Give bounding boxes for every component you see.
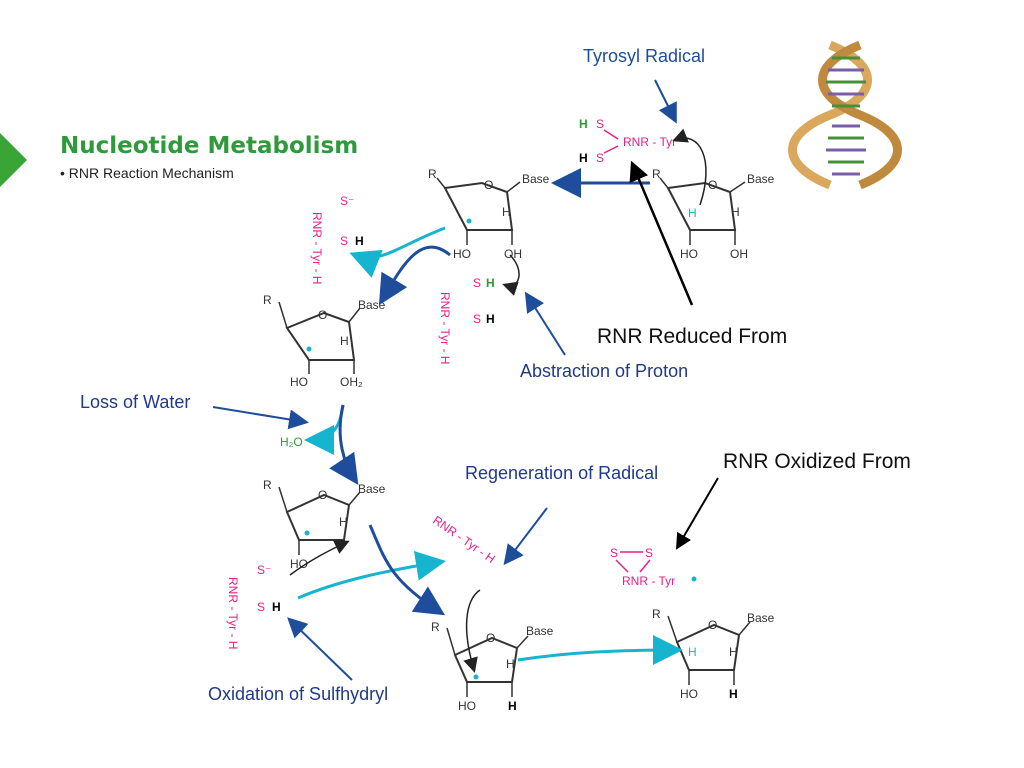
ribose-structure-2: R O Base H HO OH [428, 167, 550, 261]
chem-ho: HO [453, 247, 471, 261]
chem-base: Base [747, 172, 775, 186]
chem-h-green: H [579, 117, 588, 131]
ribose-structure-4: R O Base H HO [263, 478, 386, 571]
chem-rnr-tyr-h: RNR - Tyr - H [438, 292, 452, 364]
chem-h: H [339, 515, 348, 529]
label-regeneration: Regeneration of Radical [465, 463, 659, 483]
chem-ho: HO [290, 375, 308, 389]
label-rnr-oxidized: RNR Oxidized From [723, 450, 911, 473]
label-tyrosyl-radical: Tyrosyl Radical [583, 46, 706, 66]
rnr-vertical-3: RNR - Tyr - H S⁻ S H [226, 563, 281, 649]
chem-s: S [610, 546, 618, 560]
ribose-structure-6: R O Base H H HO H [652, 607, 775, 701]
chem-r: R [652, 607, 661, 621]
rnr-vertical-1: RNR - Tyr - H S⁻ S H [310, 194, 364, 284]
chem-r: R [428, 167, 437, 181]
chem-ring-o: O [484, 178, 493, 192]
chem-s-minus: S⁻ [257, 563, 271, 577]
chem-r: R [263, 478, 272, 492]
dna-helix-icon [788, 40, 902, 190]
rnr-tyr-top: H S RNR - Tyr H S [579, 117, 676, 165]
chem-ring-o: O [486, 631, 495, 645]
chem-ho: HO [680, 687, 698, 701]
slide-subtitle: • RNR Reaction Mechanism [60, 165, 234, 181]
label-loss-of-water: Loss of Water [80, 392, 191, 412]
chem-h-black: H [579, 151, 588, 165]
chem-s: S [645, 546, 653, 560]
chem-h-bold: H [508, 699, 517, 713]
label-rnr-reduced: RNR Reduced From [597, 325, 788, 348]
chem-h: H [502, 205, 511, 219]
chem-oh2: OH₂ [340, 375, 363, 389]
chem-ring-o: O [708, 178, 717, 192]
label-oxidation: Oxidation of Sulfhydryl [208, 684, 389, 704]
chem-s: S [340, 234, 348, 248]
chem-s-minus: S⁻ [340, 194, 354, 208]
rnr-vertical-4: RNR - Tyr - H [430, 513, 497, 566]
slide-marker-icon [0, 133, 27, 187]
chem-rnr-tyr-h: RNR - Tyr - H [310, 212, 324, 284]
chem-base: Base [358, 298, 386, 312]
chem-h-bold: H [729, 687, 738, 701]
chem-h: H [729, 645, 738, 659]
label-abstraction: Abstraction of Proton [520, 361, 689, 381]
chem-ho: HO [290, 557, 308, 571]
chem-ho: HO [680, 247, 698, 261]
chem-h: H [355, 234, 364, 248]
chem-h: H [340, 334, 349, 348]
chem-rnr-tyr-h: RNR - Tyr - H [226, 577, 240, 649]
chem-base: Base [747, 611, 775, 625]
chem-ho: HO [458, 699, 476, 713]
chem-s: S [473, 276, 481, 290]
chem-ring-o: O [708, 618, 717, 632]
chem-r: R [652, 167, 661, 181]
chem-oh: OH [730, 247, 748, 261]
chem-h2o: H₂O [280, 435, 303, 449]
chem-h-radical: H [688, 206, 697, 220]
slide-title: Nucleotide Metabolism [60, 133, 359, 159]
rnr-vertical-2: RNR - Tyr - H S H S H [438, 276, 495, 364]
chem-h: H [506, 657, 515, 671]
chem-h: H [486, 312, 495, 326]
chem-r: R [263, 293, 272, 307]
chem-s: S [596, 117, 604, 131]
chem-oh: OH [504, 247, 522, 261]
chem-base: Base [526, 624, 554, 638]
chem-s-2: S [596, 151, 604, 165]
chem-s: S [473, 312, 481, 326]
chem-r: R [431, 620, 440, 634]
ribose-structure-1: R O Base H H HO OH [652, 167, 775, 261]
ribose-structure-3: R O Base H HO OH₂ [263, 293, 386, 389]
chem-h: H [731, 205, 740, 219]
chem-rnr-tyr-h: RNR - Tyr - H [430, 513, 497, 566]
chem-rnr-tyr: RNR - Tyr [622, 574, 675, 588]
chem-h: H [272, 600, 281, 614]
chem-s: S [257, 600, 265, 614]
chem-h-cyan: H [688, 645, 697, 659]
chem-base: Base [358, 482, 386, 496]
chem-ring-o: O [318, 308, 327, 322]
chem-base: Base [522, 172, 550, 186]
chem-h: H [486, 276, 495, 290]
ribose-structure-5: R O Base H HO H [431, 620, 554, 713]
chem-rnr-tyr: RNR - Tyr [623, 135, 676, 149]
chem-ring-o: O [318, 488, 327, 502]
rnr-disulfide: S S RNR - Tyr [610, 546, 697, 588]
